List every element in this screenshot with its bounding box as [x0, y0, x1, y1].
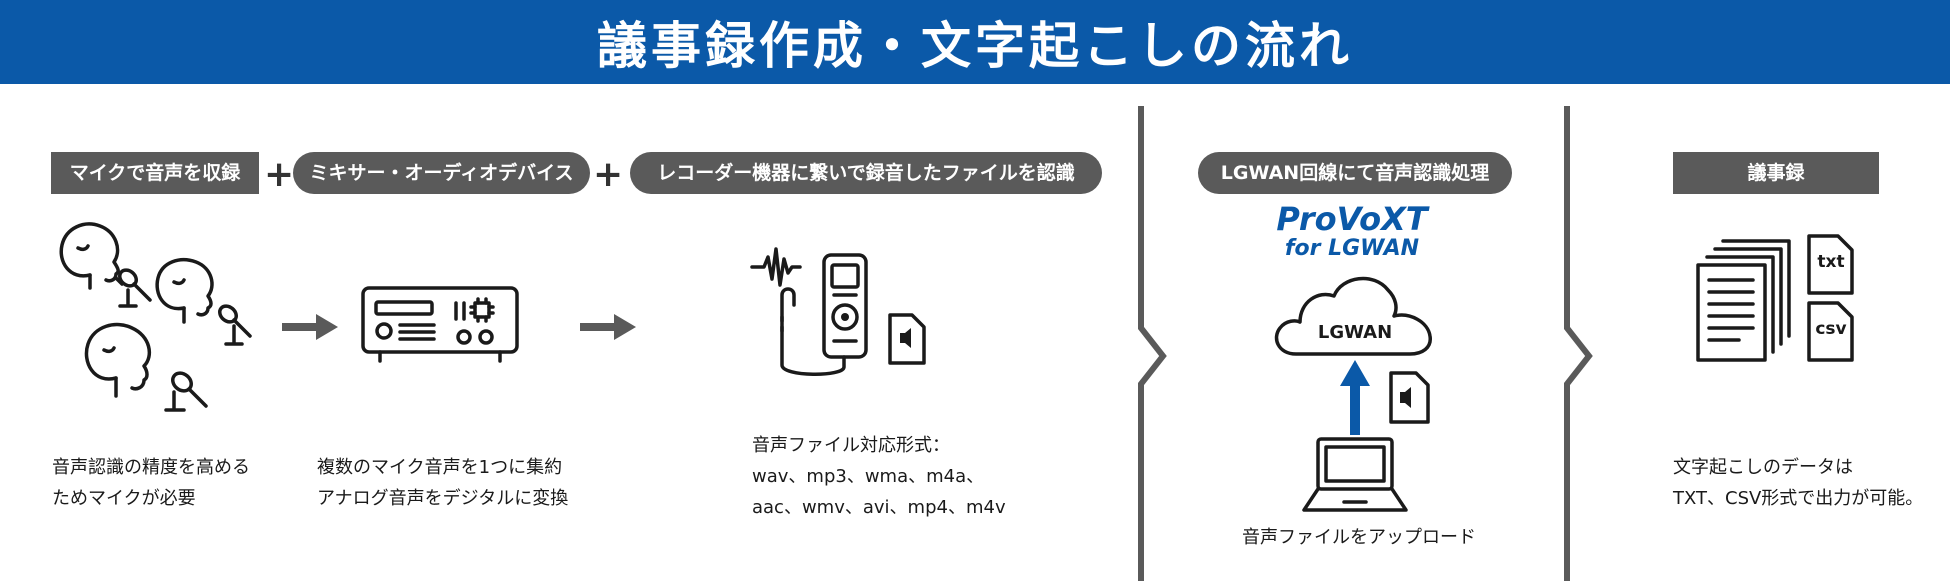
audio-file-icon: [1388, 370, 1432, 426]
mic-description: 音声認識の精度を高める ためマイクが必要: [52, 452, 250, 514]
arrow-right-icon: [580, 314, 636, 340]
section-divider-1: [1136, 106, 1166, 581]
plus-sign-2: +: [593, 157, 623, 193]
arrow-right-icon: [282, 314, 338, 340]
minutes-desc-line-2: TXT、CSV形式で出力が可能。: [1673, 483, 1923, 514]
mixer-device-icon: [360, 285, 520, 365]
voice-recorder-icon: [752, 245, 932, 385]
csv-file-label: csv: [1808, 319, 1854, 339]
mixer-desc-line-2: アナログ音声をデジタルに変換: [317, 483, 568, 514]
page-title: 議事録作成・文字起こしの流れ: [0, 0, 1950, 84]
provoxt-logo: ProVoXT: [1262, 202, 1442, 236]
plus-sign-1: +: [264, 157, 294, 193]
mixer-desc-line-1: 複数のマイク音声を1つに集約: [317, 452, 568, 483]
mic-desc-line-2: ためマイクが必要: [52, 483, 250, 514]
recorder-desc-line-2: wav、mp3、wma、m4a、: [752, 461, 1006, 492]
step-label-lgwan: LGWAN回線にて音声認識処理: [1198, 152, 1512, 194]
cloud-label: LGWAN: [1270, 322, 1440, 343]
lgwan-description: 音声ファイルをアップロード: [1242, 522, 1476, 553]
cloud-icon: [1270, 268, 1440, 358]
provoxt-logo-sub: for LGWAN: [1262, 237, 1442, 261]
minutes-description: 文字起こしのデータは TXT、CSV形式で出力が可能。: [1673, 452, 1923, 514]
step-label-minutes: 議事録: [1673, 152, 1879, 194]
recorder-description: 音声ファイル対応形式： wav、mp3、wma、m4a、 aac、wmv、avi…: [752, 430, 1006, 523]
mixer-description: 複数のマイク音声を1つに集約 アナログ音声をデジタルに変換: [317, 452, 568, 514]
minutes-desc-line-1: 文字起こしのデータは: [1673, 452, 1923, 483]
section-divider-2: [1562, 106, 1592, 581]
step-label-recorder: レコーダー機器に繋いで録音したファイルを認識: [630, 152, 1102, 194]
recorder-desc-line-3: aac、wmv、avi、mp4、m4v: [752, 492, 1006, 523]
txt-file-label: txt: [1808, 252, 1854, 272]
documents-stack-icon: [1695, 238, 1795, 362]
step-label-mic: マイクで音声を収録: [51, 152, 259, 194]
upload-arrow-icon: [1340, 360, 1370, 435]
recorder-desc-line-1: 音声ファイル対応形式：: [752, 430, 1006, 461]
mic-desc-line-1: 音声認識の精度を高める: [52, 452, 250, 483]
step-label-mixer: ミキサー・オーディオデバイス: [293, 152, 590, 194]
people-with-microphones-icon: [50, 220, 270, 420]
laptop-icon: [1300, 436, 1410, 516]
